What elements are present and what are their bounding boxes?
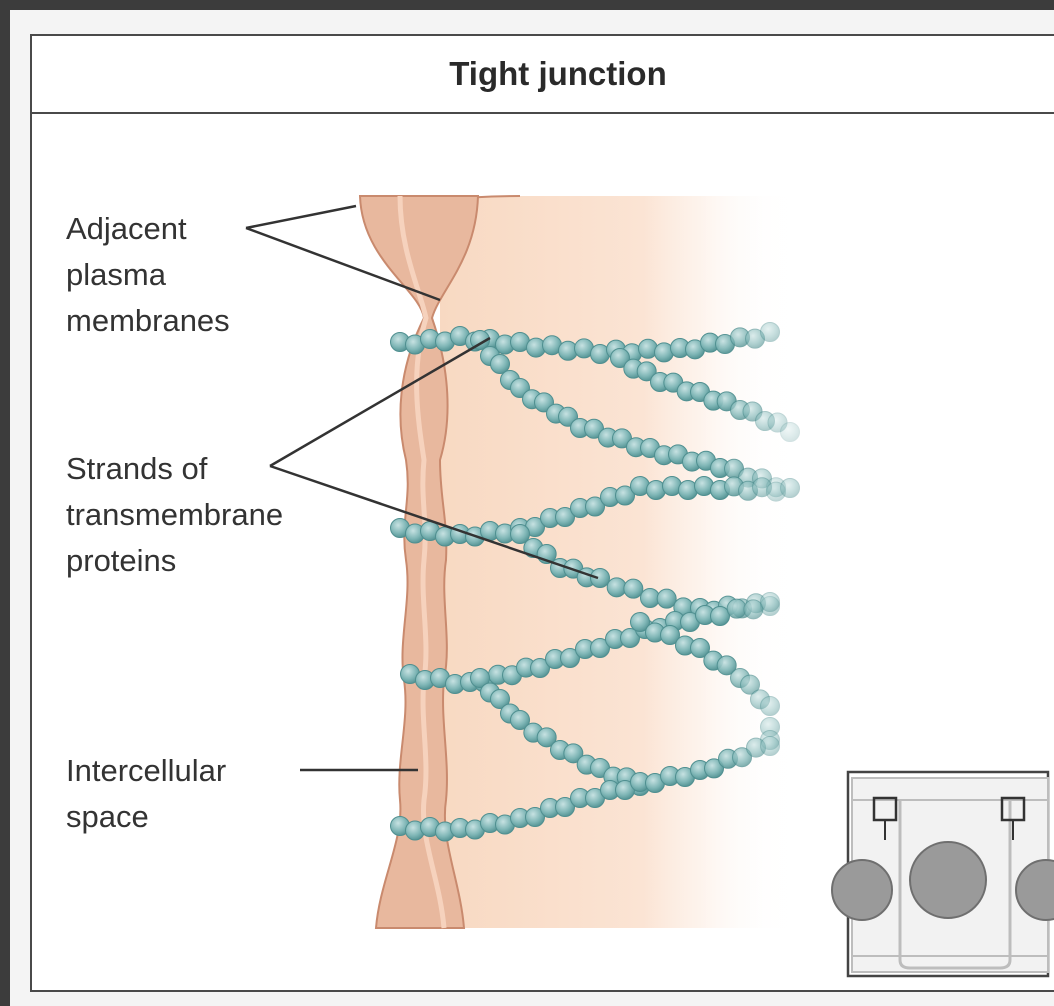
protein-bead bbox=[641, 589, 660, 608]
protein-bead bbox=[781, 423, 800, 442]
label-intercellular-space: Intercellular space bbox=[66, 748, 226, 840]
cell-fade bbox=[700, 196, 820, 928]
protein-bead bbox=[607, 578, 626, 597]
protein-bead bbox=[591, 569, 610, 588]
protein-bead bbox=[761, 593, 780, 612]
label-adjacent-plasma-membranes: Adjacent plasma membranes bbox=[66, 206, 230, 344]
protein-bead bbox=[761, 323, 780, 342]
inset-epithelium-thumbnail bbox=[832, 772, 1054, 976]
protein-bead bbox=[744, 600, 763, 619]
protein-bead bbox=[711, 607, 730, 626]
protein-bead bbox=[781, 479, 800, 498]
leader-adjacent-top bbox=[246, 206, 356, 228]
protein-bead bbox=[727, 599, 746, 618]
protein-bead bbox=[624, 579, 643, 598]
protein-bead bbox=[761, 737, 780, 756]
label-strands-of-transmembrane-proteins: Strands of transmembrane proteins bbox=[66, 446, 283, 584]
protein-bead bbox=[761, 697, 780, 716]
protein-bead bbox=[657, 589, 676, 608]
